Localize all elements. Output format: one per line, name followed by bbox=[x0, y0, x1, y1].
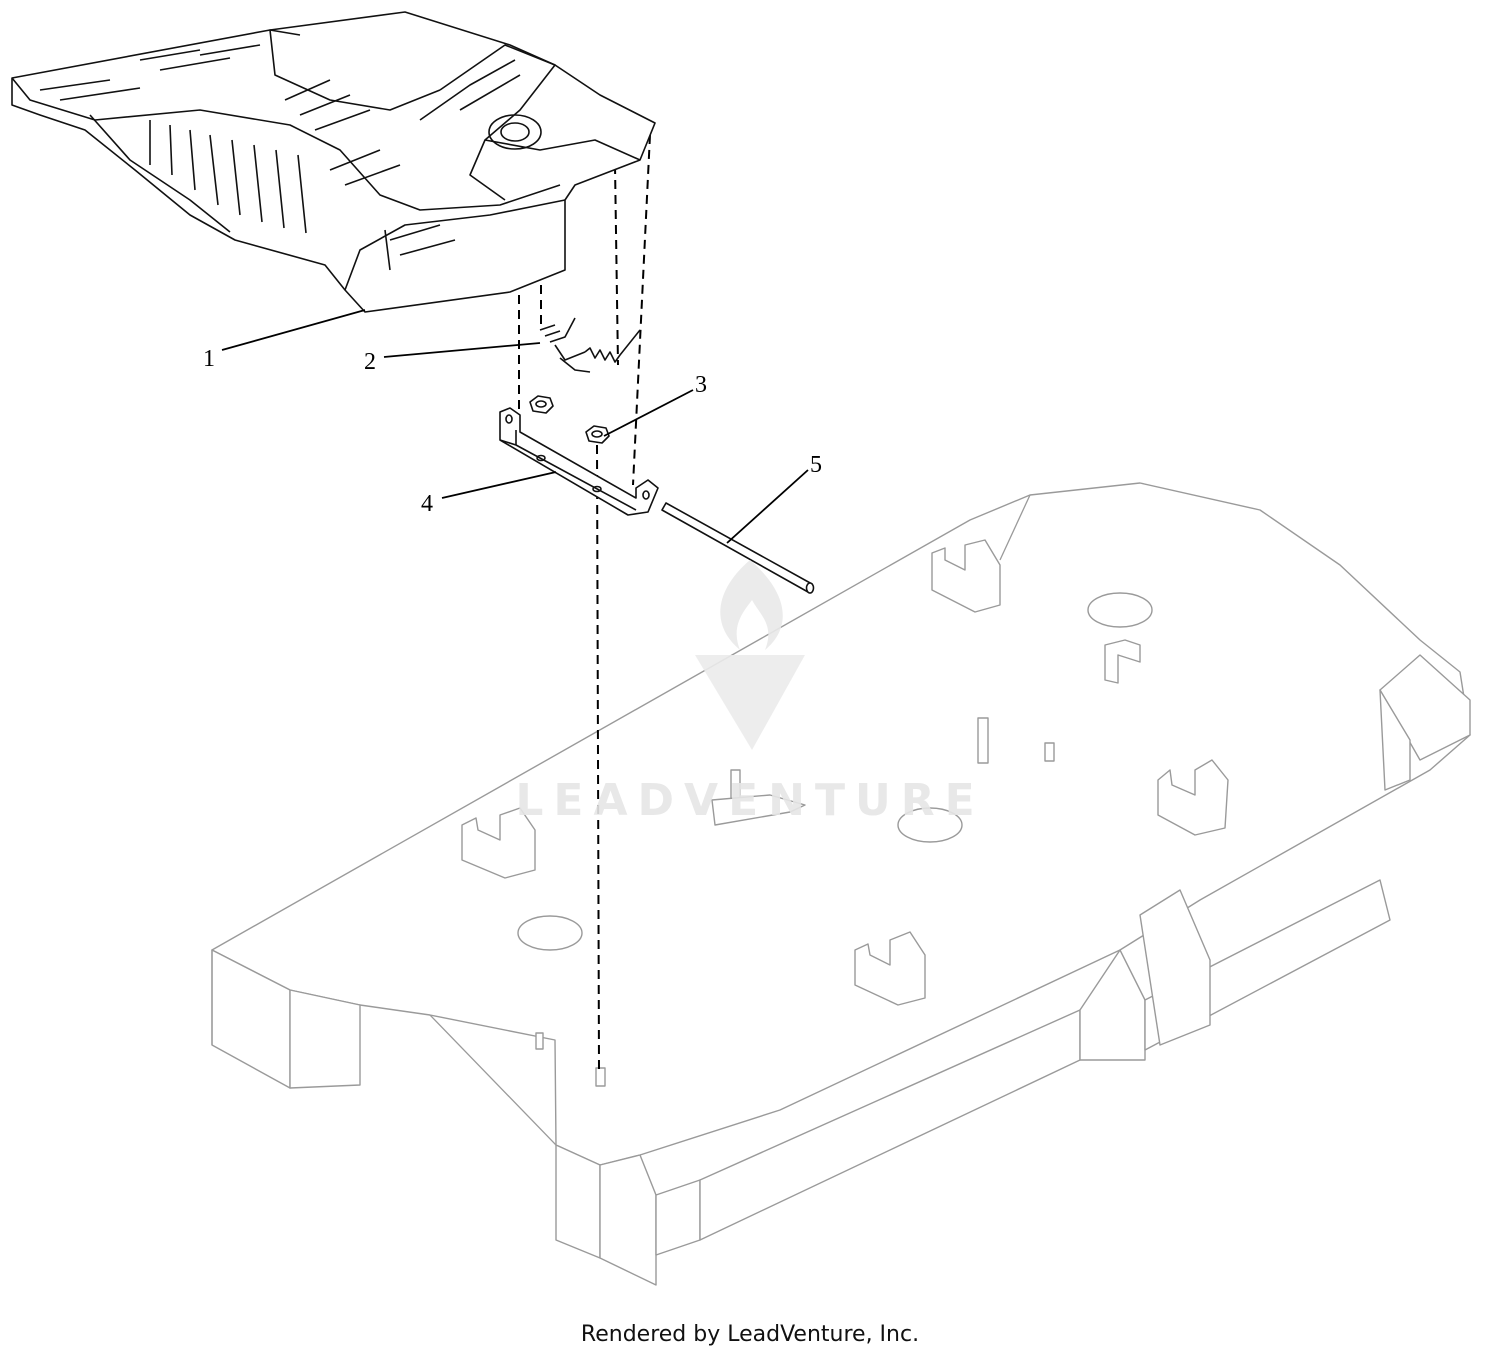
part-4-bracket bbox=[499, 407, 659, 516]
callout-4: 4 bbox=[421, 491, 433, 517]
watermark: LEADVENTURE bbox=[515, 560, 984, 826]
mower-deck bbox=[211, 482, 1471, 1286]
callout-2: 2 bbox=[364, 349, 376, 375]
assembly-guide-lines bbox=[518, 134, 651, 1071]
deck-spindle-holes bbox=[517, 592, 1153, 951]
callout-numbers: 1 2 3 4 5 bbox=[203, 346, 822, 517]
callout-leader-lines bbox=[221, 309, 809, 544]
callout-1: 1 bbox=[203, 346, 215, 372]
deck-hanger-brackets bbox=[461, 539, 1229, 1006]
part-1-foot-pan bbox=[11, 11, 656, 313]
watermark-text: LEADVENTURE bbox=[515, 775, 984, 826]
part-2-springs bbox=[539, 317, 641, 373]
callout-3: 3 bbox=[695, 372, 707, 398]
deck-pins bbox=[535, 717, 1055, 1087]
part-3-nuts bbox=[529, 395, 610, 444]
footer-credit: Rendered by LeadVenture, Inc. bbox=[580, 1322, 920, 1347]
v-logo-icon bbox=[695, 655, 805, 750]
part-5-rod bbox=[661, 502, 815, 594]
callout-5: 5 bbox=[810, 452, 822, 478]
flame-logo-icon bbox=[720, 560, 783, 650]
